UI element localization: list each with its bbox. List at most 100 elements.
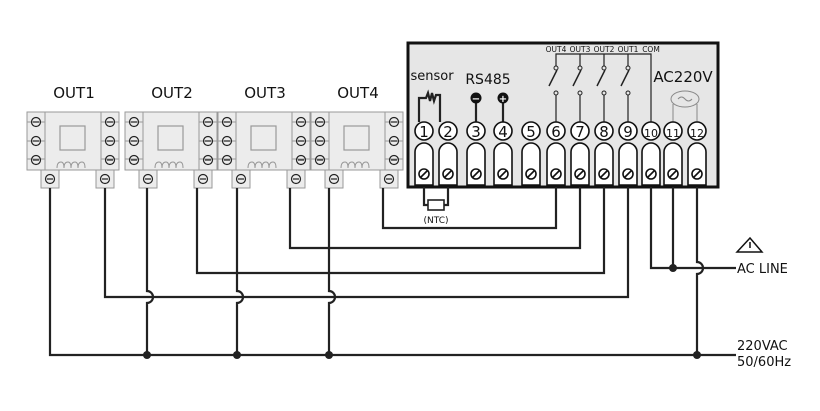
terminal-7[interactable]: 7 (570, 121, 590, 186)
switch-label-com: COM (642, 45, 660, 54)
wire-out1 (103, 187, 630, 299)
terminal-8[interactable]: 8 (594, 121, 614, 186)
screw-icon (470, 168, 482, 180)
screw-icon (30, 116, 42, 128)
wire-out4 (381, 187, 558, 230)
screw-icon (442, 168, 454, 180)
relay-coil-icon (56, 161, 86, 169)
terminal-number: 7 (575, 123, 585, 141)
sensor-resistor-icon (417, 89, 442, 122)
screw-icon (221, 135, 233, 147)
frequency-label: 50/60Hz (737, 355, 791, 370)
wire-out3-common (235, 188, 245, 355)
screw-icon (104, 154, 116, 166)
switch-label-out1: OUT1 (618, 45, 639, 54)
screw-icon (104, 116, 116, 128)
terminal-number: 4 (498, 123, 508, 141)
screw-icon (622, 168, 634, 180)
wire-out3 (288, 187, 582, 250)
screw-icon (202, 135, 214, 147)
screw-icon (388, 135, 400, 147)
ntc-label: (NTC) (423, 216, 448, 226)
rs485-label: RS485 (465, 72, 510, 88)
terminal-5[interactable]: 5 (521, 121, 541, 186)
relay-switch-icon (596, 60, 607, 122)
wire-neutral-bus (48, 188, 736, 357)
screw-icon (314, 116, 326, 128)
screw-icon (104, 135, 116, 147)
screw-icon (314, 154, 326, 166)
voltage-label: 220VAC (737, 339, 788, 354)
rs485-plus-icon (497, 92, 509, 104)
screw-icon (44, 173, 56, 185)
terminal-9[interactable]: 9 (618, 121, 638, 186)
screw-icon (574, 168, 586, 180)
screw-icon (598, 168, 610, 180)
screw-icon (497, 168, 509, 180)
relay-coil-icon (154, 161, 184, 169)
screw-icon (388, 154, 400, 166)
switch-label-out2: OUT2 (594, 45, 615, 54)
relay-contact-icon (59, 125, 86, 151)
switch-label-out4: OUT4 (546, 45, 567, 54)
screw-icon (418, 168, 430, 180)
terminal-11[interactable]: 11 (663, 121, 683, 186)
screw-icon (235, 173, 247, 185)
screw-icon (314, 135, 326, 147)
screw-icon (295, 116, 307, 128)
ntc-thermistor-icon (427, 199, 445, 211)
ac-source-icon (670, 90, 700, 108)
ac220v-label: AC220V (653, 68, 713, 86)
screw-icon (221, 116, 233, 128)
screw-icon (295, 154, 307, 166)
relay-label: OUT2 (151, 84, 193, 102)
relay-group: OUT1 OUT2 OUT3 OUT4 (26, 84, 404, 189)
screw-icon (645, 168, 657, 180)
wire-out2-common (145, 188, 155, 355)
screw-icon (388, 116, 400, 128)
terminal-4[interactable]: 4 (493, 121, 513, 186)
relay-switch-icon (620, 60, 631, 122)
rs485-minus-icon (470, 92, 482, 104)
terminal-number: 10 (644, 127, 658, 140)
wires (48, 187, 736, 359)
screw-icon (202, 154, 214, 166)
screw-icon (667, 168, 679, 180)
ac-line-label: AC LINE (737, 262, 788, 277)
terminal-number: 3 (471, 123, 481, 141)
relay-out3: OUT3 (217, 84, 311, 189)
relay-label: OUT1 (53, 84, 95, 102)
terminal-6[interactable]: 6 (546, 121, 566, 186)
terminal-number: 11 (666, 127, 680, 140)
relay-switch-icon (548, 60, 559, 122)
switch-label-out3: OUT3 (570, 45, 591, 54)
terminal-10[interactable]: 10 (641, 121, 661, 186)
relay-out4: OUT4 (310, 84, 404, 189)
terminal-1[interactable]: 1 (414, 121, 434, 186)
relay-contact-icon (157, 125, 184, 151)
terminal-12[interactable]: 12 (687, 121, 707, 186)
relay-label: OUT3 (244, 84, 286, 102)
screw-icon (202, 116, 214, 128)
screw-icon (30, 154, 42, 166)
terminal-number: 2 (443, 123, 453, 141)
terminal-number: 5 (526, 123, 536, 141)
screw-icon (550, 168, 562, 180)
screw-icon (290, 173, 302, 185)
screw-icon (295, 135, 307, 147)
terminal-2[interactable]: 2 (438, 121, 458, 186)
relay-out2: OUT2 (124, 84, 218, 189)
terminal-3[interactable]: 3 (466, 121, 486, 186)
relay-contact-icon (250, 125, 277, 151)
terminal-number: 12 (690, 127, 704, 140)
relay-label: OUT4 (337, 84, 379, 102)
relay-contact-icon (343, 125, 370, 151)
warning-triangle-icon (735, 236, 764, 253)
terminal-number: 8 (599, 123, 609, 141)
wire-out4-common (327, 188, 337, 355)
terminal-number: 1 (419, 123, 429, 141)
